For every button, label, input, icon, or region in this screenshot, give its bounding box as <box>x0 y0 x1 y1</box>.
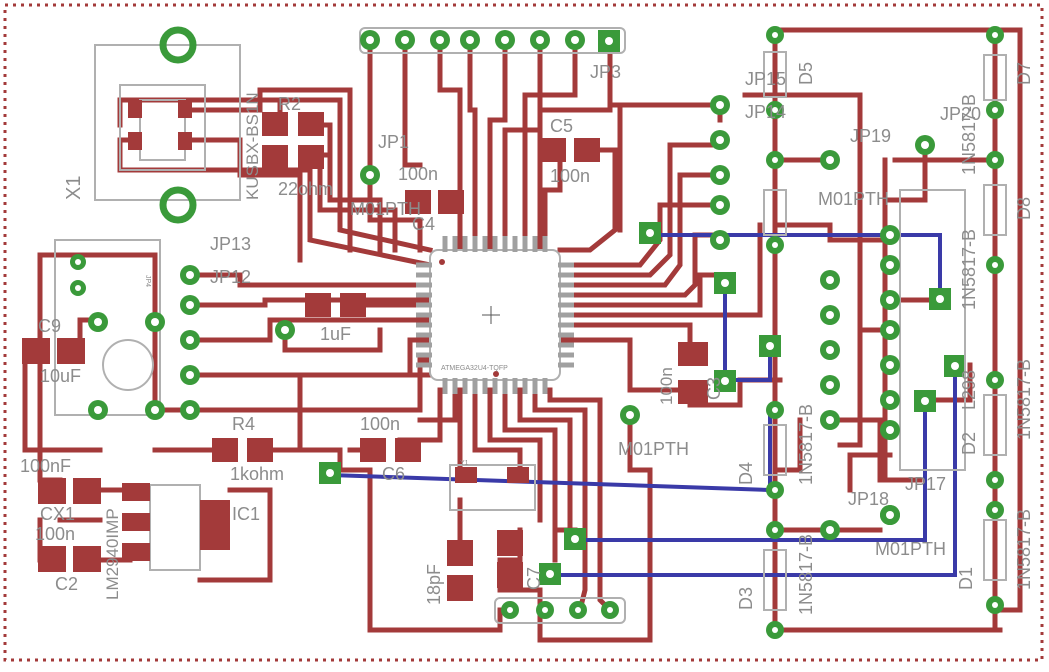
label-jp15: JP15 <box>745 69 786 89</box>
label-d7: D7 <box>1014 62 1034 85</box>
header-jp3 <box>359 27 626 54</box>
label-jp18: JP18 <box>848 489 889 509</box>
label-mcu: ATMEGA32U4-TQFP <box>441 365 508 372</box>
label-c1-value: 1uF <box>320 324 351 344</box>
label-kusb: KUSBX-BS1N <box>243 92 262 200</box>
label-m01pth-b: M01PTH <box>818 189 889 209</box>
label-d8: D8 <box>1014 197 1034 220</box>
label-c3: C3 <box>704 377 724 400</box>
label-diode-5: 1N5817-B <box>796 404 816 485</box>
mcu-atmega32u4 <box>416 236 574 394</box>
label-diode-6: 1N5817-B <box>796 534 816 615</box>
label-c4: C4 <box>412 214 435 234</box>
label-c2-value: 100n <box>35 524 75 544</box>
label-c2: C2 <box>55 574 78 594</box>
label-m01pth-d: M01PTH <box>875 539 946 559</box>
label-d5: D5 <box>796 62 816 85</box>
label-d1: D1 <box>956 567 976 590</box>
label-c5-value: 100n <box>550 166 590 186</box>
label-cx1-value: 100nF <box>20 456 71 476</box>
label-diode-1: 1N5817-B <box>959 94 979 175</box>
label-c7: C7 <box>524 567 544 590</box>
label-cx1: CX1 <box>40 504 75 524</box>
label-jp14: JP14 <box>745 102 786 122</box>
label-c5: C5 <box>550 116 573 136</box>
label-m01pth-a: M01PTH <box>350 199 421 219</box>
label-c6: C6 <box>382 464 405 484</box>
label-r2-value: 22ohm <box>278 179 333 199</box>
smd-components <box>22 112 708 601</box>
label-d2: D2 <box>959 432 979 455</box>
label-jp1-value: 100n <box>398 164 438 184</box>
label-diode-3: 1N5817-B <box>1014 359 1034 440</box>
label-ic1: IC1 <box>232 504 260 524</box>
silkscreen-labels: X1 KUSBX-BS1N R2 22ohm JP1 100n M01PTH C… <box>20 62 1034 615</box>
label-jp4: JP4 <box>144 275 151 287</box>
label-r2: R2 <box>278 94 301 114</box>
label-x1: X1 <box>63 176 85 200</box>
label-d4: D4 <box>736 462 756 485</box>
through-hole-pads <box>54 26 1004 639</box>
label-jp19: JP19 <box>850 126 891 146</box>
label-c6-value: 100n <box>360 414 400 434</box>
label-c9-value: 10uF <box>40 366 81 386</box>
label-lm2940: LM2940IMP <box>103 508 122 600</box>
label-jp12: JP12 <box>210 267 251 287</box>
label-c9: C9 <box>38 316 61 336</box>
label-r4: R4 <box>232 414 255 434</box>
board-outline <box>3 3 1044 662</box>
label-l298: L298 <box>959 370 979 410</box>
usb-connector-x1 <box>94 26 241 224</box>
label-d3: D3 <box>736 587 756 610</box>
label-m01pth-c: M01PTH <box>618 439 689 459</box>
label-jp17: JP17 <box>905 474 946 494</box>
diode-bodies <box>763 51 1007 611</box>
label-jp20: JP20 <box>940 104 981 124</box>
label-y1: Y1 <box>460 460 469 467</box>
label-c3-value: 100n <box>657 367 676 405</box>
label-r4-value: 1kohm <box>230 464 284 484</box>
label-diode-4: 1N5817-B <box>1014 509 1034 590</box>
label-jp13: JP13 <box>210 234 251 254</box>
label-diode-2: 1N5817-B <box>959 229 979 310</box>
label-jp3: JP3 <box>590 62 621 82</box>
label-c8-value: 18pF <box>424 564 444 605</box>
label-jp1: JP1 <box>378 132 409 152</box>
